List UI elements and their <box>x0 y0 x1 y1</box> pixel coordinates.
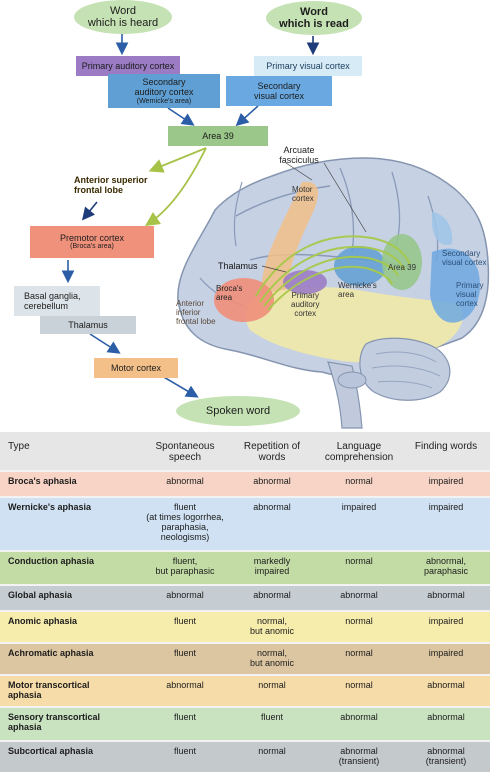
diagram-graphics <box>61 34 490 429</box>
brocas-area-sublabel: (Broca's area) <box>70 243 114 251</box>
row-repetition: abnormal <box>253 590 291 600</box>
table-row: Achromatic aphasia fluent normal, but an… <box>0 644 490 674</box>
row-spontaneous-speech: abnormal <box>166 590 204 600</box>
header-spontaneous-speech: Spontaneous speech <box>155 441 215 464</box>
row-finding-words: abnormal <box>427 590 465 600</box>
anterior-superior-frontal-lobe-label: Anterior superior frontal lobe <box>74 175 148 195</box>
row-finding-words: abnormal <box>427 712 465 722</box>
aphasia-table: Type Spontaneous speech Repetition of wo… <box>0 432 490 772</box>
row-repetition: markedly impaired <box>253 556 291 577</box>
row-repetition: fluent <box>260 712 284 722</box>
row-comprehension: abnormal <box>340 590 378 600</box>
table-row: Broca's aphasia abnormal abnormal normal… <box>0 472 490 496</box>
row-type: Wernicke's aphasia <box>8 502 92 512</box>
secondary-visual-cortex-box: Secondary visual cortex <box>226 76 332 106</box>
word-read-oval: Word which is read <box>266 1 362 35</box>
primary-visual-cortex-box: Primary visual cortex <box>254 56 362 76</box>
wernickes-area-sublabel: (Wernicke's area) <box>136 97 192 105</box>
row-comprehension: normal <box>345 556 373 566</box>
row-finding-words: abnormal, paraphasic <box>423 556 469 577</box>
motor-cortex-box: Motor cortex <box>94 358 178 378</box>
row-finding-words: impaired <box>428 648 464 658</box>
thalamus-box: Thalamus <box>40 316 136 334</box>
row-spontaneous-speech: fluent (at times logorrhea, paraphasia, … <box>146 502 224 543</box>
brain-wernickes-area-label: Wernicke's area <box>338 281 377 299</box>
row-comprehension: normal <box>345 648 373 658</box>
secondary-auditory-label: Secondary auditory cortex <box>134 76 194 98</box>
word-heard-oval: Word which is heard <box>74 0 172 34</box>
brain-illustration <box>177 157 490 429</box>
spoken-word-oval: Spoken word <box>176 396 300 426</box>
row-type: Motor transcortical aphasia <box>8 680 90 701</box>
row-repetition: normal, but anomic <box>249 648 295 669</box>
premotor-cortex-box: Premotor cortex (Broca's area) <box>30 226 154 258</box>
row-spontaneous-speech: fluent <box>173 616 197 626</box>
row-comprehension: abnormal <box>340 712 378 722</box>
table-row: Motor transcortical aphasia abnormal nor… <box>0 676 490 706</box>
row-comprehension: normal <box>345 680 373 690</box>
table-row: Anomic aphasia fluent normal, but anomic… <box>0 612 490 642</box>
brain-primary-visual-label: Primary visual cortex <box>456 281 484 308</box>
row-finding-words: abnormal (transient) <box>425 746 467 767</box>
language-pathway-diagram: Word which is heard Word which is read P… <box>14 0 490 429</box>
row-repetition: abnormal <box>253 476 291 486</box>
row-type: Broca's aphasia <box>8 476 77 486</box>
area-39-box: Area 39 <box>168 126 268 146</box>
row-spontaneous-speech: fluent <box>173 648 197 658</box>
row-spontaneous-speech: abnormal <box>166 680 204 690</box>
row-type: Subcortical aphasia <box>8 746 94 756</box>
table-row: Conduction aphasia fluent, but paraphasi… <box>0 552 490 584</box>
row-type: Anomic aphasia <box>8 616 78 626</box>
brain-motor-cortex-label: Motor cortex <box>292 185 314 203</box>
row-type: Achromatic aphasia <box>8 648 94 658</box>
brain-area-39-label: Area 39 <box>388 263 417 272</box>
row-repetition: normal <box>258 680 286 690</box>
brain-anterior-inferior-label: Anterior inferior frontal lobe <box>176 299 216 326</box>
row-finding-words: abnormal <box>427 680 465 690</box>
row-spontaneous-speech: fluent, but paraphasic <box>155 556 215 577</box>
row-spontaneous-speech: fluent <box>173 746 197 756</box>
row-repetition: normal, but anomic <box>249 616 295 637</box>
header-type: Type <box>8 441 30 452</box>
brain-brocas-area-label: Broca's area <box>216 284 243 302</box>
row-repetition: abnormal <box>253 502 291 512</box>
table-header-row: Type Spontaneous speech Repetition of wo… <box>0 432 490 470</box>
header-repetition-of-words: Repetition of words <box>243 441 301 464</box>
row-finding-words: impaired <box>428 616 464 626</box>
basal-ganglia-box: Basal ganglia, cerebellum <box>14 286 100 316</box>
flow-arrows <box>61 34 320 398</box>
table-row: Global aphasia abnormal abnormal abnorma… <box>0 586 490 610</box>
row-repetition: normal <box>258 746 286 756</box>
brain-primary-auditory-label: Primary auditory cortex <box>291 291 320 318</box>
brain-thalamus-label: Thalamus <box>218 261 258 271</box>
premotor-cortex-label: Premotor cortex <box>59 232 125 243</box>
header-language-comprehension: Language comprehension <box>324 441 394 464</box>
table-row: Subcortical aphasia fluent normal abnorm… <box>0 742 490 772</box>
brain-secondary-visual-label: Secondary visual cortex <box>442 249 487 267</box>
row-comprehension: abnormal (transient) <box>338 746 380 767</box>
row-type: Global aphasia <box>8 590 73 600</box>
table-row: Sensory transcortical aphasia fluent flu… <box>0 708 490 740</box>
primary-auditory-cortex-box: Primary auditory cortex <box>76 56 180 76</box>
header-finding-words: Finding words <box>414 441 478 452</box>
secondary-auditory-cortex-box: Secondary auditory cortex (Wernicke's ar… <box>108 74 220 108</box>
row-finding-words: impaired <box>428 476 464 486</box>
row-type: Conduction aphasia <box>8 556 95 566</box>
table-row: Wernicke's aphasia fluent (at times logo… <box>0 498 490 550</box>
arcuate-fasciculus-label: Arcuate fasciculus <box>279 145 319 165</box>
row-comprehension: impaired <box>341 502 377 512</box>
row-comprehension: normal <box>345 616 373 626</box>
row-spontaneous-speech: fluent <box>173 712 197 722</box>
row-spontaneous-speech: abnormal <box>166 476 204 486</box>
row-type: Sensory transcortical aphasia <box>8 712 101 733</box>
row-comprehension: normal <box>345 476 373 486</box>
row-finding-words: impaired <box>428 502 464 512</box>
